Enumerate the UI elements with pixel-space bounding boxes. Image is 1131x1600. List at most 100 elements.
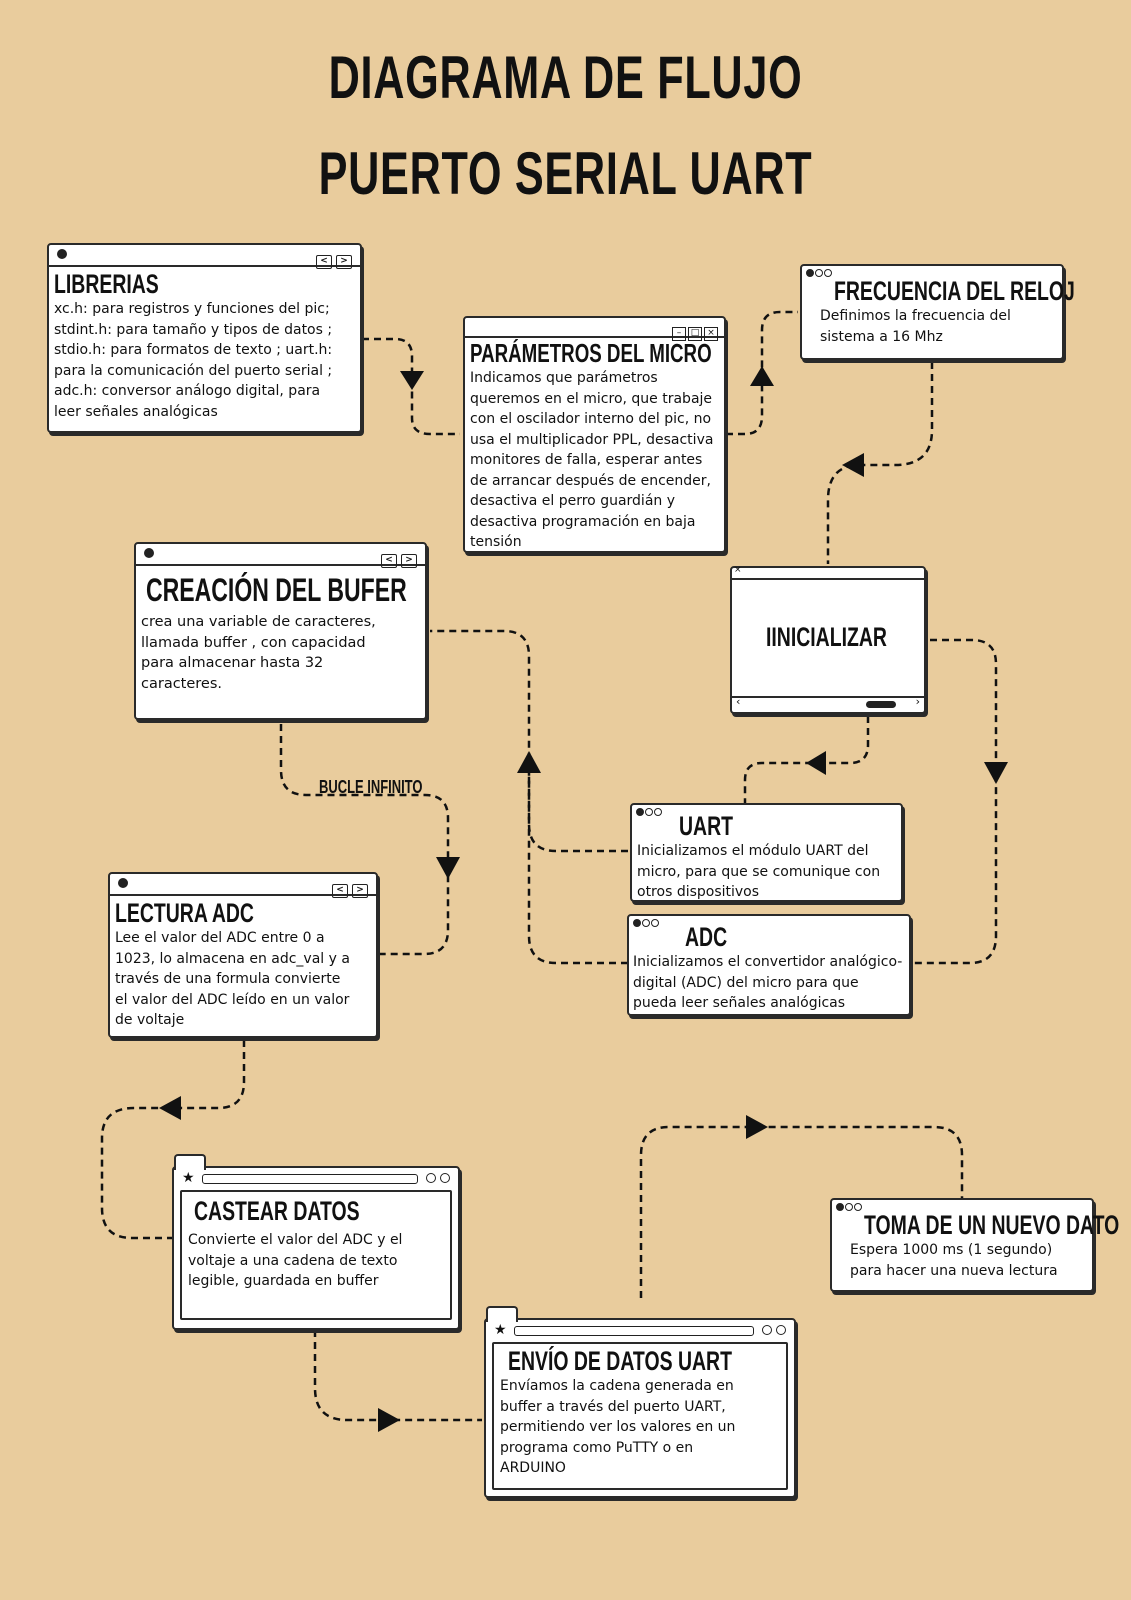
chevron-left-icon[interactable]: < [332,884,348,898]
address-bar[interactable] [202,1174,418,1184]
minimize-icon[interactable]: – [672,327,686,341]
title-line-2: PUERTO SERIAL UART [318,140,813,207]
adc-title: ADC [685,922,728,952]
lectura-line: el valor del ADC leído en un valor [115,991,350,1008]
arrow-down-icon [984,762,1008,784]
arrow-up-icon [517,751,541,773]
frecuencia-title: FRECUENCIA DEL RELOJ [834,276,1075,306]
window-dot-icon [854,1203,862,1211]
horizontal-scrollbar[interactable]: ‹ › [732,695,924,712]
arrow-left-icon [806,751,826,775]
arrow-right-icon [746,1115,768,1139]
window-dot-icon [642,919,650,927]
bufer-title: CREACIÓN DEL BUFER [146,572,407,608]
close-icon[interactable]: × [704,327,718,341]
librerias-window: <> LIBRERIAS xc.h: para registros y func… [47,243,362,433]
parametros-line: monitores de falla, esperar antes [470,452,703,468]
link-adc-bufer [527,760,628,965]
toma-line: para hacer una nueva lectura [850,1262,1058,1279]
castear-content: CASTEAR DATOS Convierte el valor del ADC… [180,1190,452,1320]
envio-line: Envíamos la cadena generada en [500,1378,734,1394]
inicializar-window: × IINICIALIZAR ‹ › [730,565,926,714]
castear-line: Convierte el valor del ADC y el [188,1232,403,1248]
scrollbar-thumb[interactable] [866,701,896,708]
window-dot-icon [633,919,641,927]
adc-line: pueda leer señales analógicas [633,995,846,1011]
arrow-left-icon [842,453,864,477]
arrow-down-icon [400,371,424,390]
parametros-line: tensión [470,534,522,550]
link-inicializar-adc [912,638,998,965]
window-dot-icon [636,808,644,816]
envio-line: ARDUINO [500,1460,566,1476]
lectura-title: LECTURA ADC [115,898,254,928]
window-dot-icon [806,269,814,277]
window-dot-icon [118,878,128,888]
window-tab [174,1154,206,1170]
arrow-down-icon [436,857,460,879]
inicializar-title: IINICIALIZAR [766,622,887,652]
envio-content: ENVÍO DE DATOS UART Envíamos la cadena g… [492,1342,788,1490]
address-bar[interactable] [514,1326,754,1336]
bufer-line: crea una variable de caracteres, [141,614,376,630]
adc-line: Inicializamos el convertidor analógico- [633,954,903,970]
window-dot-icon [815,269,823,277]
parametros-line: Indicamos que parámetros [470,370,658,386]
circle-button-icon[interactable] [440,1173,450,1183]
window-dot-icon [651,919,659,927]
frecuencia-line: Definimos la frecuencia del [820,308,1011,324]
parametros-line: desactiva programación en baja [470,513,696,530]
lectura-line: de voltaje [115,1012,185,1028]
chevron-left-icon[interactable]: < [316,255,332,269]
librerias-line: adc.h: conversor análogo digital, para [54,383,321,399]
uart-window: UART Inicializamos el módulo UART del mi… [630,803,903,902]
envio-title: ENVÍO DE DATOS UART [508,1346,732,1376]
chevron-right-icon[interactable]: > [401,554,417,568]
parametros-line: usa el multiplicador PPL, desactiva [470,431,714,448]
frecuencia-line: sistema a 16 Mhz [820,328,943,345]
parametros-line: desactiva el perro guardián y [470,493,676,509]
lectura-line: través de una formula convierte [115,971,341,987]
librerias-title: LIBRERIAS [54,269,159,299]
chevron-right-icon[interactable]: > [336,255,352,269]
link-inicializar-uart [743,716,870,803]
lectura-window: < > LECTURA ADC Lee el valor del ADC entr… [108,872,378,1038]
librerias-line: stdio.h: para formatos de texto ; uart.h… [54,342,333,358]
envio-window: ★ ENVÍO DE DATOS UART Envíamos la cadena… [484,1306,796,1498]
toma-title: TOMA DE UN NUEVO DATO [864,1210,1120,1240]
bufer-line: caracteres. [141,675,223,692]
maximize-icon[interactable]: □ [688,327,702,341]
circle-button-icon[interactable] [776,1325,786,1335]
chevron-left-icon[interactable]: < [381,554,397,568]
parametros-line: queremos en el micro, que trabaje [470,390,713,407]
castear-window: ★ CASTEAR DATOS Convierte el valor del A… [172,1154,460,1330]
close-icon[interactable]: × [734,565,742,575]
link-frecuencia-inicializar [826,362,934,564]
window-dot-icon [824,269,832,277]
window-tab [486,1306,518,1322]
lectura-line: Lee el valor del ADC entre 0 a [115,930,325,946]
parametros-title: PARÁMETROS DEL MICRO [470,338,712,368]
circle-button-icon[interactable] [426,1173,436,1183]
chevron-right-icon[interactable]: › [915,695,920,708]
chevron-left-icon[interactable]: ‹ [736,695,741,708]
window-dot-icon [836,1203,844,1211]
parametros-line: de arrancar después de encender, [470,472,711,489]
castear-line: legible, guardada en buffer [188,1273,379,1289]
envio-line: permitiendo ver los valores en un [500,1419,736,1435]
window-dot-icon [645,808,653,816]
arrow-up-icon [750,366,774,386]
title-line-1: DIAGRAMA DE FLUJO [328,44,803,111]
circle-button-icon[interactable] [762,1325,772,1335]
envio-line: programa como PuTTY o en [500,1439,694,1456]
toma-line: Espera 1000 ms (1 segundo) [850,1242,1053,1258]
link-uart-bufer [430,629,628,853]
star-icon[interactable]: ★ [494,1322,507,1338]
lectura-line: 1023, lo almacena en adc_val y a [115,950,350,967]
window-dot-icon [845,1203,853,1211]
librerias-line: leer señales analógicas [54,403,218,420]
star-icon[interactable]: ★ [182,1170,195,1186]
arrow-left-icon [159,1096,181,1120]
chevron-right-icon[interactable]: > [352,884,368,898]
